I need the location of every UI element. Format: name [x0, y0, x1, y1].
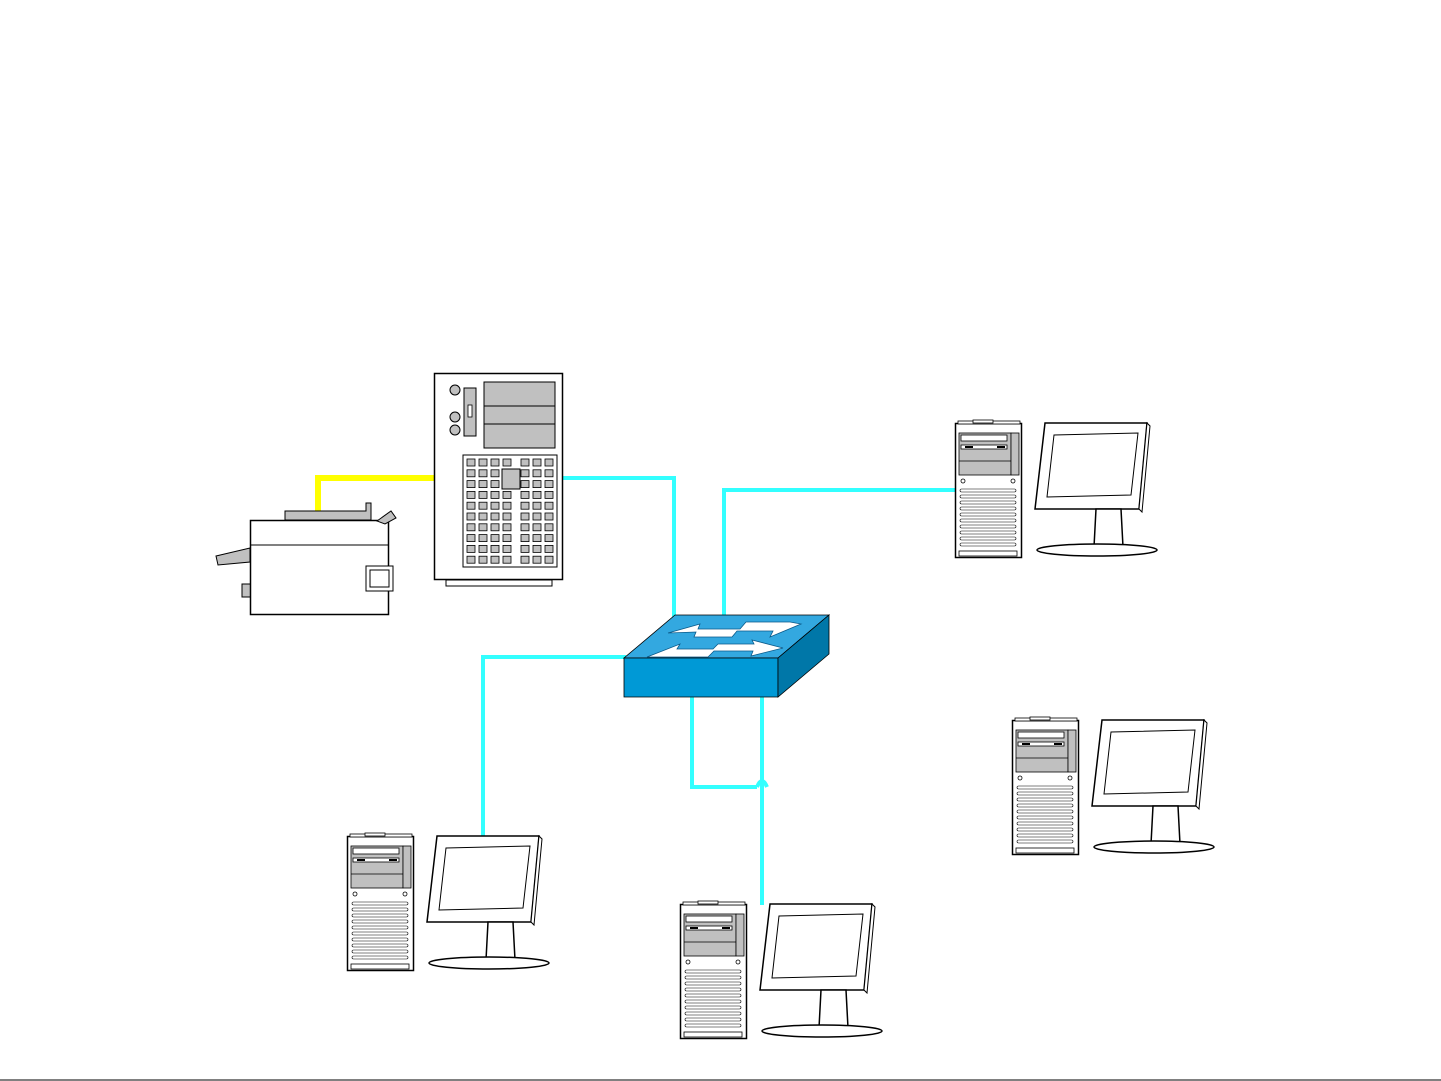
- server-drive-bay: [479, 502, 487, 509]
- server-drive-bay: [503, 502, 511, 509]
- server-drive-bay: [467, 556, 475, 563]
- server-drive-bay: [503, 545, 511, 552]
- server-drive-bay: [533, 459, 541, 466]
- server-drive-bay: [467, 470, 475, 477]
- server-drive-bay: [521, 459, 529, 466]
- server-drive-bay: [479, 535, 487, 542]
- server-drive-bay: [491, 524, 499, 531]
- server-drive-bay: [545, 524, 553, 531]
- server-drive-bay: [479, 481, 487, 488]
- printer-link: [318, 478, 436, 511]
- server-drive-bay: [467, 459, 475, 466]
- server-drive-bay: [545, 502, 553, 509]
- workstation-4-icon[interactable]: [681, 901, 883, 1039]
- server-drive-bay: [521, 545, 529, 552]
- workstation-1-icon[interactable]: [956, 420, 1158, 558]
- server-drive-bay: [479, 545, 487, 552]
- server-drive-bay: [545, 470, 553, 477]
- server-drive-bay: [491, 556, 499, 563]
- server-drive-bay: [491, 470, 499, 477]
- server-drive-bay: [503, 459, 511, 466]
- server-drive-bay: [479, 491, 487, 498]
- workstation-3-icon[interactable]: [1013, 717, 1215, 855]
- server-drive-bay: [545, 459, 553, 466]
- link-switch-workstation-3: [692, 697, 757, 787]
- server-drive-bay: [467, 513, 475, 520]
- switch-icon[interactable]: [624, 615, 829, 697]
- server-drive-bay: [545, 545, 553, 552]
- server-drive-bay: [503, 524, 511, 531]
- server-drive-bay: [533, 481, 541, 488]
- server-drive-bay: [503, 535, 511, 542]
- server-drive-bay: [521, 535, 529, 542]
- server-drive-bay: [467, 502, 475, 509]
- server-drive-bay: [521, 513, 529, 520]
- server-drive-bay: [467, 535, 475, 542]
- server-drive-bay: [467, 481, 475, 488]
- server-drive-bay: [521, 524, 529, 531]
- server-drive-bay: [491, 491, 499, 498]
- server-drive-bay: [533, 502, 541, 509]
- server-drive-bay: [533, 491, 541, 498]
- server-drive-bay: [491, 502, 499, 509]
- server-drive-bay: [479, 459, 487, 466]
- server-drive-bay: [533, 470, 541, 477]
- server-drive-bay: [467, 545, 475, 552]
- server-drive-bay: [467, 491, 475, 498]
- link-switch-workstation-1: [724, 490, 956, 618]
- server-drive-bay: [503, 491, 511, 498]
- server-drive-bay: [491, 459, 499, 466]
- server-drive-bay: [479, 470, 487, 477]
- server-drive-bay: [503, 556, 511, 563]
- server-drive-bay: [491, 535, 499, 542]
- server-drive-bay: [521, 491, 529, 498]
- server-drive-bay: [533, 513, 541, 520]
- server-drive-bay: [503, 513, 511, 520]
- server-drive-bay: [479, 524, 487, 531]
- server-drive-bay: [533, 545, 541, 552]
- server-drive-bay: [545, 513, 553, 520]
- server-drive-bay: [491, 513, 499, 520]
- server-drive-bay: [533, 556, 541, 563]
- server-drive-bay: [545, 535, 553, 542]
- server-drive-bay: [545, 556, 553, 563]
- link-server-switch: [563, 478, 674, 618]
- server-drive-bay: [521, 502, 529, 509]
- workstation-2-icon[interactable]: [348, 833, 550, 971]
- server-drive-bay: [545, 491, 553, 498]
- link-switch-workstation-2: [483, 657, 626, 840]
- server-drive-bay: [533, 524, 541, 531]
- server-drive-bay: [545, 481, 553, 488]
- server-drive-bay: [479, 556, 487, 563]
- server-drive-bay: [491, 481, 499, 488]
- server-drive-bay: [521, 556, 529, 563]
- server-drive-bay: [479, 513, 487, 520]
- server-drive-bay: [533, 535, 541, 542]
- server-drive-bay: [491, 545, 499, 552]
- printer-icon[interactable]: [216, 503, 396, 615]
- server-drive-bay: [521, 470, 529, 477]
- server-drive-bay: [467, 524, 475, 531]
- server-icon[interactable]: [435, 374, 563, 587]
- server-drive-bay: [521, 481, 529, 488]
